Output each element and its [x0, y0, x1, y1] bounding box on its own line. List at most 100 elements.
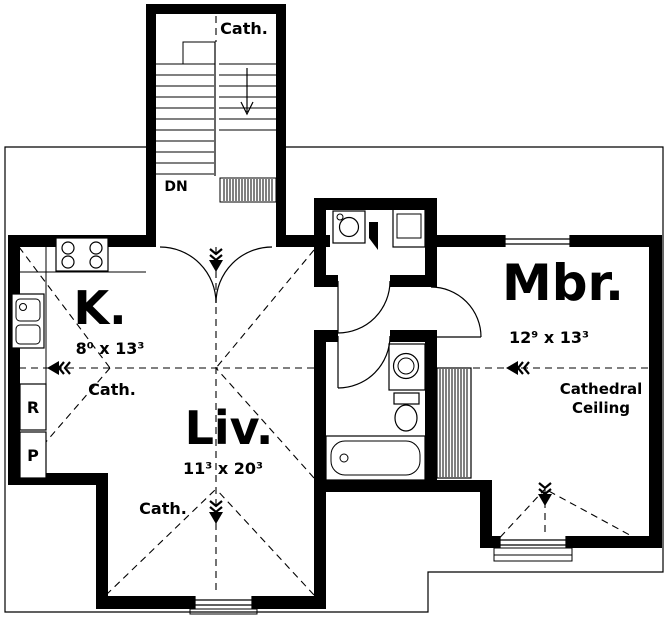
stair-direction-label: DN: [164, 179, 187, 195]
louver-lines: [439, 369, 468, 477]
bathroom-fixtures: [325, 343, 426, 481]
window-glass: [194, 596, 253, 609]
wall: [276, 4, 286, 247]
washer-drum: [338, 216, 360, 238]
range-burner: [61, 241, 75, 255]
wall: [314, 480, 326, 609]
bathtub-rim: [325, 435, 426, 481]
bathtub-drain: [339, 453, 349, 463]
wall: [480, 536, 500, 548]
master-bedroom-ceiling-line1: Cathedral: [560, 380, 643, 398]
pantry-label: P: [27, 446, 39, 465]
room-label-kitchen: K.: [73, 281, 126, 335]
ceiling-slope-arrow-icon: [536, 481, 554, 508]
opening-arc-right: [215, 246, 273, 304]
pantry-box: [19, 431, 47, 479]
wall: [390, 275, 437, 287]
sink-bowl: [15, 324, 41, 345]
ceiling-hip-line: [215, 367, 315, 479]
kitchen-sink: [11, 293, 45, 349]
washer: [332, 210, 366, 244]
kitchen-fixtures: [11, 237, 146, 479]
wall: [480, 480, 492, 548]
sink-bowl: [15, 298, 41, 322]
bathtub-basin: [330, 440, 421, 476]
sink-faucet: [19, 303, 27, 311]
doors: [337, 280, 482, 389]
stair-railing-frame: [219, 177, 277, 203]
wall: [314, 330, 326, 480]
ceiling-hip-line: [215, 488, 315, 596]
ceiling-hip-line: [544, 488, 651, 547]
laundry-door: [337, 280, 391, 334]
refrigerator-box: [19, 383, 47, 431]
bathroom-sink: [392, 352, 420, 380]
range-burner: [89, 241, 103, 255]
window: [504, 235, 571, 247]
ceiling-hip-line: [18, 246, 111, 369]
kitchen-counter-line: [20, 247, 146, 384]
dryer-body: [392, 208, 426, 248]
toilet-bowl: [394, 404, 418, 432]
bathroom-door: [337, 335, 391, 389]
range-burner: [61, 255, 75, 269]
wall: [566, 536, 662, 548]
wall: [314, 275, 338, 287]
roof-outline: [4, 146, 664, 613]
master-bedroom-door: [430, 286, 482, 338]
wall: [570, 235, 662, 247]
laundry-fixtures: [332, 208, 426, 250]
railing-hatch-lines: [223, 179, 273, 201]
ceiling-hip-line: [491, 488, 546, 547]
window-glass: [499, 536, 567, 548]
staircase: [156, 41, 277, 203]
refrigerator-label: R: [27, 398, 39, 417]
stair-hall-ceiling-label: Cath.: [220, 19, 268, 38]
stair-landing-rail: [182, 41, 216, 65]
window: [493, 536, 573, 562]
wall: [425, 198, 437, 287]
kitchen-dimensions: 8⁰ x 13³: [76, 339, 145, 358]
range-burners: [61, 241, 103, 269]
ceiling-hip-line: [105, 488, 217, 596]
bathtub: [325, 435, 426, 481]
toilet-tank: [393, 392, 420, 405]
dryer-door: [396, 213, 422, 239]
wall: [8, 235, 20, 485]
wall: [314, 198, 437, 210]
window-sill: [189, 608, 258, 615]
stair-treads: [156, 63, 214, 175]
toilet: [393, 392, 420, 432]
walls: [8, 4, 662, 609]
ceiling-lines: [18, 16, 651, 596]
bathroom-vanity: [388, 343, 426, 391]
wall: [425, 337, 437, 492]
wall: [314, 480, 492, 492]
ceiling-slope-arrow-icon: [45, 359, 72, 377]
wall: [314, 330, 338, 342]
living-ceiling-label: Cath.: [139, 499, 187, 518]
wall: [146, 4, 156, 247]
master-bedroom-dimensions: 12⁹ x 13³: [509, 328, 589, 347]
dryer: [392, 208, 426, 248]
range-burner: [89, 255, 103, 269]
opening-arc-left: [159, 246, 217, 304]
wall: [96, 473, 108, 609]
wall: [390, 330, 437, 342]
window-glass: [504, 235, 571, 247]
hall-opening: [159, 246, 273, 304]
wall: [314, 198, 326, 287]
bathroom-sink-bowl: [397, 357, 415, 375]
washer-knob: [336, 213, 344, 221]
ceiling-hip-line: [215, 249, 315, 369]
closet-louver-doors: [436, 367, 472, 479]
wall: [96, 596, 195, 609]
wall: [649, 235, 662, 548]
window: [189, 596, 258, 615]
wall: [425, 235, 505, 247]
door-leaf-black: [369, 222, 378, 250]
wall: [146, 4, 286, 14]
living-dimensions: 11³ x 20³: [183, 459, 263, 478]
